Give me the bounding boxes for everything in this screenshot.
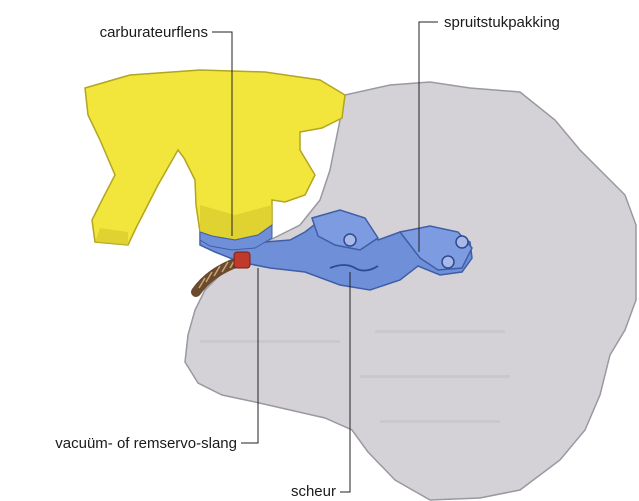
bolt-right [456, 236, 468, 248]
label-vacuum-hose: vacuüm- of remservo-slang [55, 435, 237, 452]
bolt-left [344, 234, 356, 246]
bolt-lower [442, 256, 454, 268]
hose-fitting [234, 252, 250, 268]
label-crack: scheur [291, 483, 336, 500]
label-injector-gasket: spruitstukpakking [444, 14, 560, 31]
label-carburetor-flange: carburateurflens [100, 24, 208, 41]
